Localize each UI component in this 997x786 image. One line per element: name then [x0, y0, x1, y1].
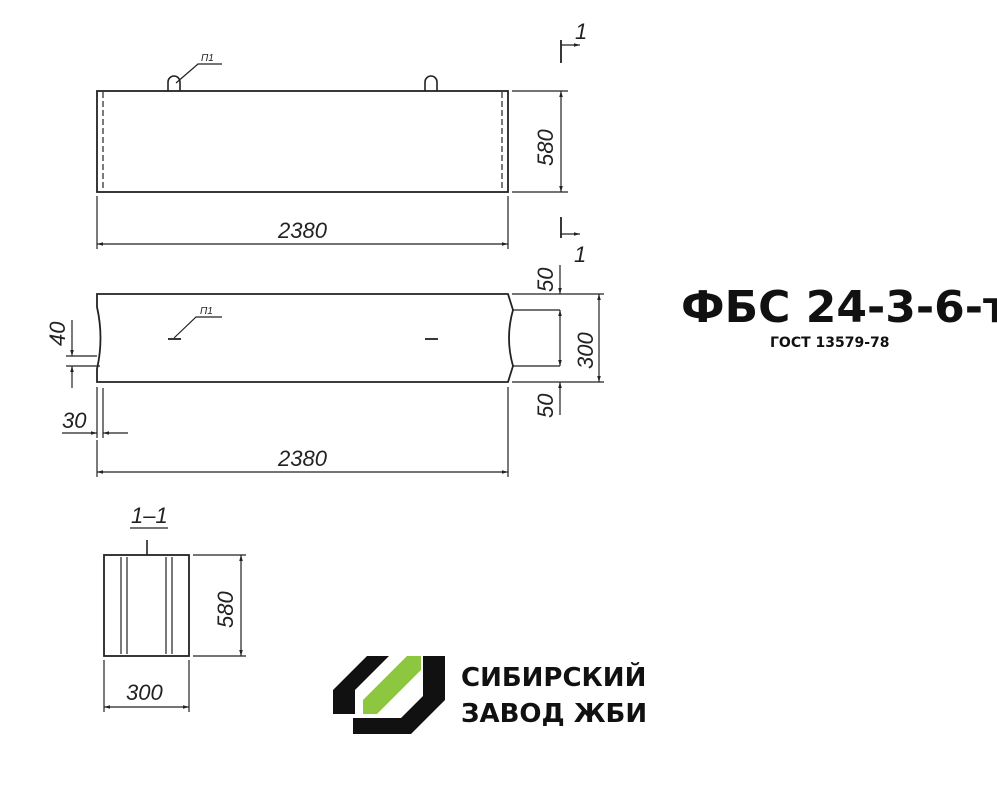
top-groove-depth-label: 40	[45, 321, 70, 346]
product-title: ФБС 24-3-6-т	[681, 282, 997, 333]
company-logo	[333, 656, 445, 734]
section-outline	[103, 554, 190, 657]
front-height-label: 580	[533, 129, 558, 166]
section-height-label: 580	[213, 591, 238, 628]
company-name-line1: СИБИРСКИЙ	[461, 663, 647, 693]
top-length-label: 2380	[277, 446, 328, 471]
lifting-loop-left	[167, 75, 181, 91]
section-label: 1–1	[131, 503, 168, 528]
top-groove-inset-label: 30	[62, 408, 87, 433]
front-view	[96, 40, 580, 249]
front-length-label: 2380	[277, 218, 328, 243]
product-standard: ГОСТ 13579-78	[770, 335, 890, 351]
section-mark-top: 1	[575, 19, 587, 44]
front-block-outline	[96, 90, 509, 193]
top-width-label: 300	[573, 332, 598, 369]
top-groove-top-label: 50	[533, 267, 558, 292]
section-mark-bottom: 1	[574, 242, 586, 267]
top-groove-bottom-label: 50	[533, 393, 558, 418]
top-loop-label: П1	[200, 306, 213, 317]
top-block-outline	[96, 293, 514, 383]
lifting-loop-right	[424, 75, 438, 91]
front-loop-label: П1	[201, 53, 214, 64]
company-name-line2: ЗАВОД ЖБИ	[461, 699, 648, 729]
top-view	[62, 265, 604, 477]
section-width-label: 300	[126, 680, 163, 705]
company-name: СИБИРСКИЙ ЗАВОД ЖБИ	[461, 660, 647, 732]
section-view	[103, 527, 246, 712]
